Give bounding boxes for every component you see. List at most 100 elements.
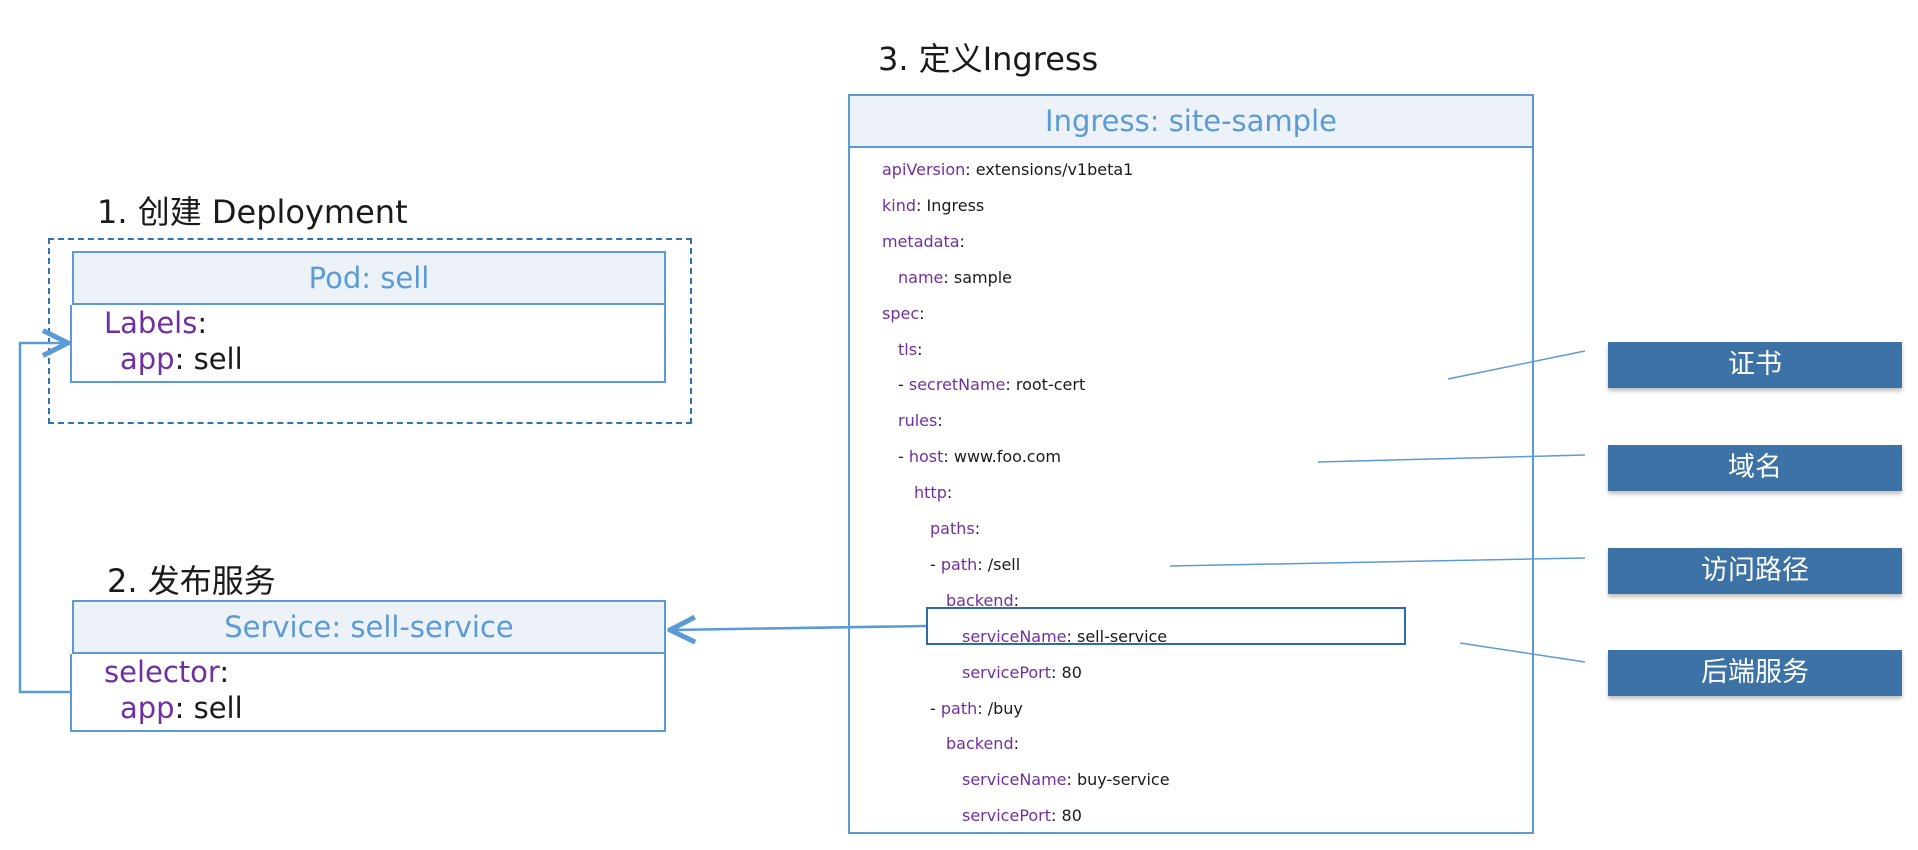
ingress-line-secretname: - secretName: root-cert: [898, 367, 1085, 403]
yaml-value: 80: [1056, 662, 1082, 682]
selector-to-labels-arrow: [18, 343, 70, 694]
ingress-line-apiversion: apiVersion: extensions/v1beta1: [882, 152, 1133, 188]
ingress-line-host: - host: www.foo.com: [898, 439, 1061, 475]
yaml-value: www.foo.com: [948, 447, 1061, 467]
step-2-title: 2. 发布服务: [107, 562, 276, 600]
pod-line-app: app: sell: [120, 341, 243, 377]
service-body: selector:app: sell: [70, 654, 666, 732]
yaml-key: secretName: [908, 375, 1006, 395]
yaml-value: extensions/v1beta1: [970, 160, 1134, 179]
yaml-colon: :: [174, 342, 185, 376]
yaml-colon: :: [919, 303, 925, 323]
callout-path: 访问路径: [1608, 548, 1902, 594]
yaml-key: metadata: [882, 231, 960, 251]
service-line-selector: selector:: [104, 654, 229, 690]
yaml-value: buy-service: [1071, 770, 1170, 790]
ingress-line-tls: tls:: [898, 332, 922, 368]
ingress-line-paths: paths:: [930, 511, 980, 547]
yaml-key: serviceName: [962, 770, 1067, 790]
yaml-key: servicePort: [962, 806, 1052, 826]
yaml-colon: :: [959, 231, 965, 251]
yaml-key: selector: [104, 655, 220, 689]
pod-header: Pod: sell: [72, 251, 666, 305]
yaml-key: http: [914, 483, 947, 503]
ingress-line-backend: backend:: [946, 583, 1019, 619]
yaml-list-dash: -: [930, 554, 941, 574]
ingress-line-name: name: sample: [898, 260, 1012, 296]
yaml-key: path: [940, 698, 978, 718]
yaml-list-dash: -: [898, 375, 909, 395]
yaml-value: 80: [1056, 806, 1082, 826]
ingress-line-http: http:: [914, 475, 952, 511]
yaml-list-dash: -: [898, 447, 909, 467]
pod-body: Labels:app: sell: [70, 305, 666, 383]
domain-pointer-line: [1317, 454, 1586, 463]
yaml-value: root-cert: [1010, 375, 1086, 395]
ingress-line-path: - path: /buy: [930, 691, 1023, 727]
yaml-key: name: [898, 267, 944, 287]
yaml-colon: :: [965, 160, 971, 179]
yaml-colon: :: [219, 655, 230, 689]
yaml-colon: :: [946, 483, 953, 503]
yaml-colon: :: [943, 267, 949, 287]
ingress-line-path: - path: /sell: [930, 547, 1020, 583]
service-name-highlight: [926, 607, 1406, 645]
ingress-line-servicename: serviceName: buy-service: [962, 762, 1170, 798]
yaml-colon: :: [1005, 375, 1011, 395]
yaml-value: Ingress: [921, 195, 985, 215]
yaml-value: /sell: [982, 554, 1021, 574]
yaml-key: rules: [898, 411, 938, 431]
step-3-title: 3. 定义Ingress: [878, 40, 1099, 78]
yaml-colon: :: [974, 519, 981, 538]
yaml-key: spec: [882, 303, 920, 323]
yaml-colon: :: [977, 554, 983, 574]
callout-cert: 证书: [1608, 342, 1902, 388]
yaml-colon: :: [174, 691, 185, 725]
yaml-value: /buy: [982, 698, 1023, 718]
yaml-value: sell: [184, 691, 243, 725]
yaml-colon: :: [1066, 770, 1072, 790]
yaml-key: apiVersion: [882, 160, 966, 179]
yaml-key: path: [940, 554, 978, 574]
yaml-colon: :: [917, 339, 923, 359]
yaml-key: tls: [898, 339, 918, 359]
yaml-colon: :: [937, 411, 943, 431]
ingress-line-metadata: metadata:: [882, 224, 965, 260]
yaml-list-dash: -: [930, 698, 941, 718]
yaml-colon: :: [1013, 590, 1019, 610]
ingress-line-spec: spec:: [882, 296, 925, 332]
yaml-key: paths: [930, 519, 975, 538]
ingress-header: Ingress: site-sample: [848, 94, 1534, 148]
service-line-app: app: sell: [120, 690, 243, 726]
yaml-colon: :: [1051, 662, 1057, 682]
callout-domain: 域名: [1608, 445, 1902, 491]
yaml-key: backend: [946, 590, 1014, 610]
backend-to-service-arrow: [670, 626, 927, 630]
service-header: Service: sell-service: [72, 600, 666, 654]
yaml-value: sample: [948, 267, 1013, 287]
yaml-colon: :: [916, 195, 922, 215]
callout-backend: 后端服务: [1608, 650, 1902, 696]
step-1-title: 1. 创建 Deployment: [97, 193, 408, 231]
cert-pointer-line: [1447, 350, 1586, 380]
yaml-colon: :: [1013, 734, 1019, 754]
yaml-key: backend: [946, 734, 1014, 754]
yaml-colon: :: [977, 698, 983, 718]
path-pointer-line: [1169, 557, 1586, 567]
yaml-key: host: [908, 447, 944, 467]
yaml-colon: :: [943, 447, 949, 467]
ingress-line-rules: rules:: [898, 403, 943, 439]
ingress-line-servicename: serviceName: sell-service: [962, 619, 1167, 655]
ingress-line-kind: kind: Ingress: [882, 188, 984, 224]
backend-pointer-line: [1459, 642, 1586, 663]
ingress-line-serviceport: servicePort: 80: [962, 655, 1082, 691]
ingress-line-backend: backend:: [946, 726, 1019, 762]
yaml-key: serviceName: [962, 626, 1067, 646]
yaml-key: kind: [882, 195, 917, 215]
yaml-key: app: [120, 342, 175, 376]
ingress-line-serviceport: servicePort: 80: [962, 798, 1082, 834]
yaml-colon: :: [1051, 806, 1057, 826]
yaml-key: app: [120, 691, 175, 725]
